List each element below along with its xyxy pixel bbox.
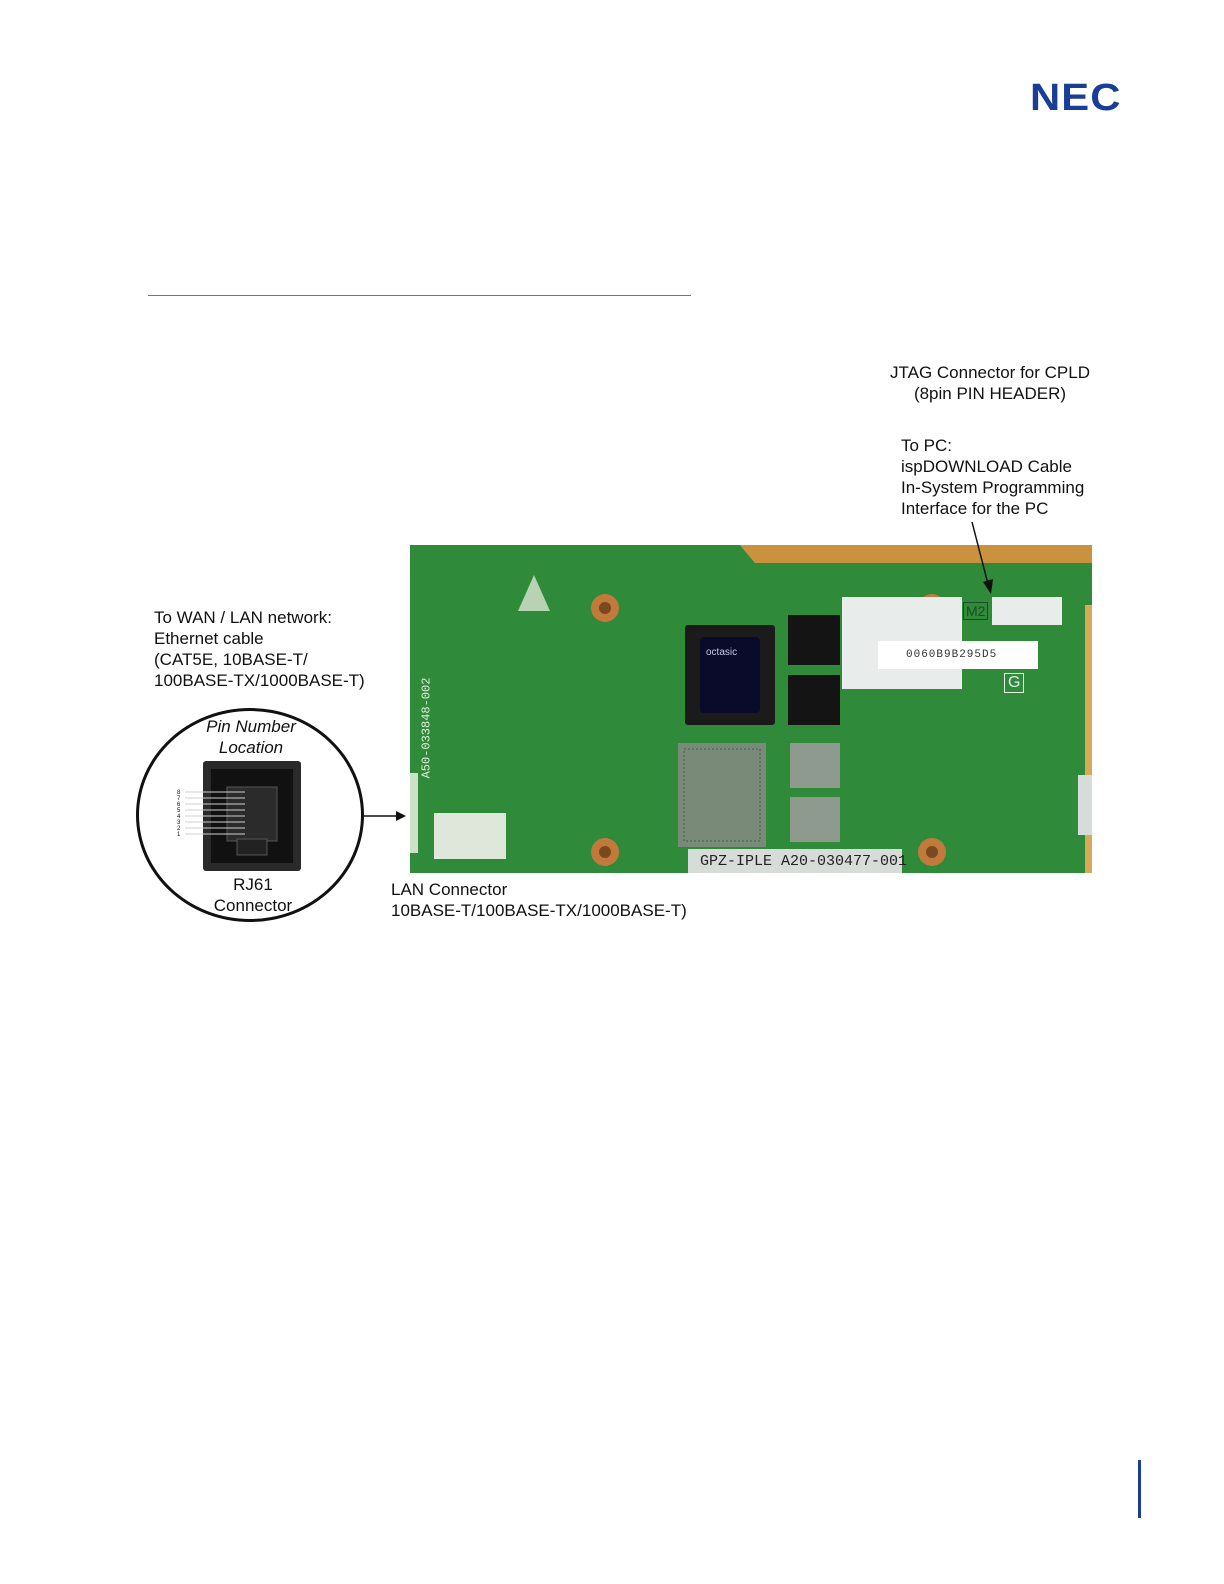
wan-line-2: Ethernet cable: [154, 629, 264, 648]
pin-location-label: Pin Number Location: [171, 716, 331, 758]
wan-line-4: 100BASE-TX/1000BASE-T): [154, 671, 365, 690]
svg-text:2: 2: [177, 826, 181, 832]
board-part-label: GPZ-IPLE A20-030477-001: [700, 853, 908, 870]
wan-line-1: To WAN / LAN network:: [154, 608, 332, 627]
jtag-arrow: [971, 521, 993, 594]
nec-logo: NEC: [1030, 77, 1122, 119]
wan-line-3: (CAT5E, 10BASE-T/: [154, 650, 308, 669]
rj61-line-1: RJ61: [233, 875, 273, 894]
svg-text:8: 8: [177, 790, 181, 796]
svg-text:4: 4: [177, 814, 181, 820]
pin-location-line-2: Location: [218, 738, 284, 757]
wan-label: To WAN / LAN network: Ethernet cable (CA…: [154, 607, 365, 691]
to-pc-line-4: Interface for the PC: [901, 499, 1049, 518]
jtag-line-1: JTAG Connector for CPLD: [890, 363, 1090, 382]
board-silk-m2: M2: [963, 602, 989, 620]
to-pc-line-2: ispDOWNLOAD Cable: [901, 457, 1072, 476]
to-pc-line-3: In-System Programming: [901, 478, 1085, 497]
rj61-line-2: Connector: [213, 896, 293, 915]
pin-location-line-1: Pin Number: [206, 717, 296, 736]
svg-text:5: 5: [177, 808, 181, 814]
lan-label: LAN Connector 10BASE-T/100BASE-TX/1000BA…: [391, 879, 687, 921]
jtag-label: JTAG Connector for CPLD (8pin PIN HEADER…: [880, 362, 1100, 404]
svg-text:7: 7: [177, 796, 181, 802]
lan-line-1: LAN Connector: [391, 880, 508, 899]
page-edge-bar: [1138, 1460, 1141, 1518]
board-silk-model: A50-033848-002: [419, 677, 434, 779]
svg-text:3: 3: [177, 820, 181, 826]
jtag-line-2: (8pin PIN HEADER): [913, 384, 1067, 403]
to-pc-line-1: To PC:: [901, 436, 953, 455]
to-pc-label: To PC: ispDOWNLOAD Cable In-System Progr…: [901, 435, 1084, 519]
rj61-label: RJ61 Connector: [173, 874, 333, 916]
lan-arrow: [362, 811, 406, 821]
section-rule: [148, 295, 691, 296]
board-chip-label: octasic: [706, 647, 738, 658]
lan-line-2: 10BASE-T/100BASE-TX/1000BASE-T): [391, 901, 687, 920]
svg-text:1: 1: [177, 832, 181, 838]
board-photo: GPZ-IPLE A20-030477-001 0060B9B295D5 A50…: [410, 545, 1092, 873]
svg-text:6: 6: [177, 802, 181, 808]
board-silk-g: G: [1004, 673, 1025, 693]
rj61-connector-photo: 876 543 21: [177, 761, 301, 871]
board-mac-label: 0060B9B295D5: [906, 649, 998, 661]
